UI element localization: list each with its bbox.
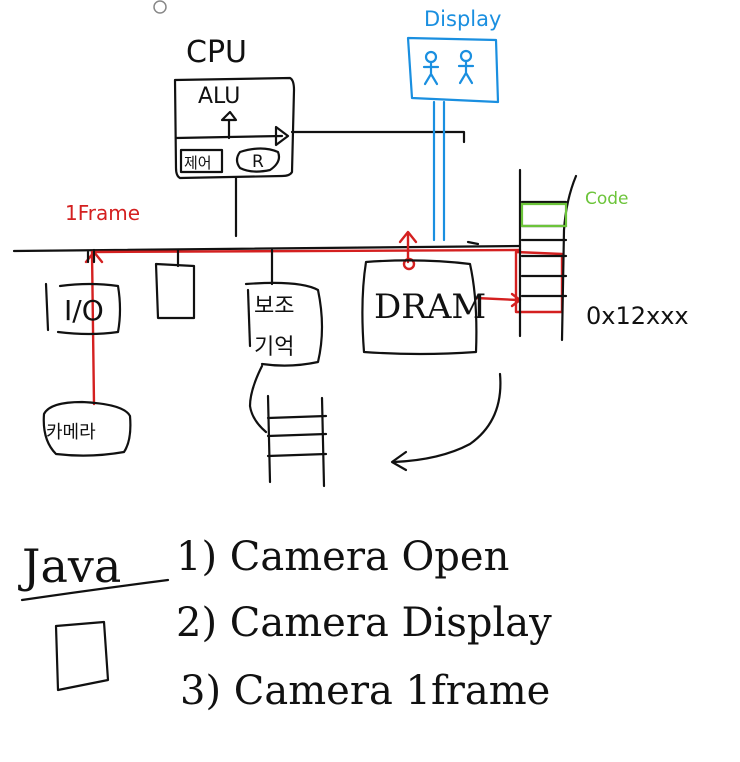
cpu-title: CPU (186, 35, 247, 70)
person-icon (422, 50, 440, 86)
io-block: I/O (44, 248, 122, 336)
step-2: 2) Camera Display (176, 600, 552, 646)
storage-label-line1: 보조 (254, 294, 294, 319)
display-label: Display (424, 7, 501, 31)
step-3: 3) Camera 1frame (180, 668, 550, 714)
frame-label: 1Frame (65, 201, 140, 225)
notes-block: Java 1) Camera Open 2) Camera Display 3)… (18, 534, 552, 714)
camera-block: 카메라 (42, 400, 132, 457)
dram-block: DRAM (361, 259, 502, 472)
address-label: 0x12xxx (586, 302, 689, 330)
frame-path: 1Frame (65, 201, 564, 406)
empty-device-box (154, 248, 196, 320)
cpu-register-label: R (252, 152, 264, 172)
dram-label: DRAM (374, 287, 486, 327)
io-label: I/O (64, 294, 104, 327)
system-bus (12, 244, 522, 253)
cpu-alu-label: ALU (198, 84, 240, 109)
step-1: 1) Camera Open (176, 534, 509, 580)
storage-label-line2: 기억 (254, 335, 294, 360)
camera-label: 카메라 (46, 422, 96, 443)
person-icon (457, 49, 475, 85)
display-block: Display (406, 7, 501, 242)
cpu-control-label: 제어 (184, 154, 212, 172)
cpu-block: CPU ALU 제어 R (173, 35, 466, 238)
storage-block: 보조 기억 (244, 248, 328, 488)
java-label: Java (18, 539, 121, 593)
pen-dot-icon (153, 0, 167, 14)
memory-stack: Code 0x12xxx (518, 168, 689, 342)
code-label: Code (585, 189, 629, 209)
